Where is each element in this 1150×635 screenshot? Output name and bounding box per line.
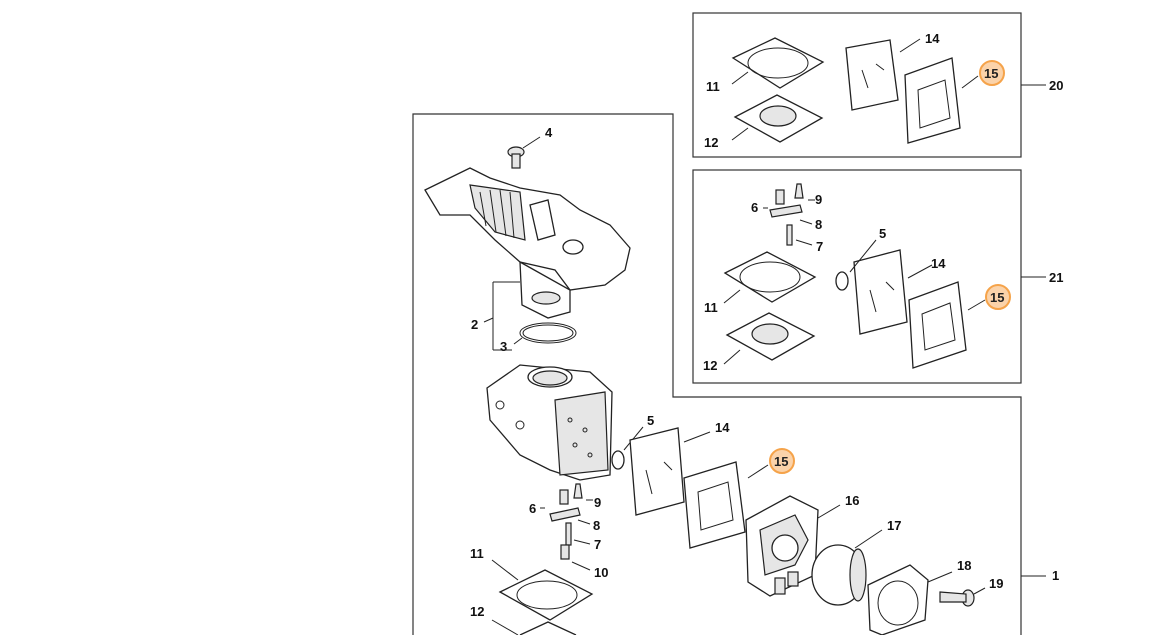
primer-bulb-17	[811, 544, 867, 606]
label-5-main[interactable]: 5	[647, 413, 654, 428]
label-12-kit20[interactable]: 12	[704, 135, 718, 150]
label-15-kit20[interactable]: 15	[984, 66, 998, 81]
kit20-diaphragm-12	[733, 94, 824, 143]
carburetor-top-2	[424, 167, 631, 319]
label-7-main[interactable]: 7	[594, 537, 601, 552]
kit20-plate-14	[845, 39, 899, 111]
label-18[interactable]: 18	[957, 558, 971, 573]
label-5-kit21[interactable]: 5	[879, 226, 886, 241]
pump-cover-16	[745, 495, 819, 597]
gasket-15	[683, 461, 746, 549]
screw-19	[939, 589, 975, 607]
label-14-kit20[interactable]: 14	[925, 31, 940, 46]
label-12-main[interactable]: 12	[470, 604, 484, 619]
label-14-kit21[interactable]: 14	[931, 256, 946, 271]
label-1[interactable]: 1	[1052, 568, 1059, 583]
gasket-11	[498, 569, 594, 621]
label-11-main[interactable]: 11	[470, 546, 484, 561]
highlight-15-kit21[interactable]	[985, 284, 1011, 310]
label-11-kit20[interactable]: 11	[706, 79, 720, 94]
oring-3	[519, 322, 577, 344]
label-6-kit21[interactable]: 6	[751, 200, 758, 215]
label-9-kit21[interactable]: 9	[815, 192, 822, 207]
kit21-gasket-11	[723, 251, 817, 303]
label-12-kit21[interactable]: 12	[703, 358, 717, 373]
label-10[interactable]: 10	[594, 565, 608, 580]
screw-4	[507, 146, 525, 169]
kit21-diaphragm-12	[725, 312, 816, 361]
label-2[interactable]: 2	[471, 317, 478, 332]
label-7-kit21[interactable]: 7	[816, 239, 823, 254]
highlight-15-main[interactable]	[769, 448, 795, 474]
label-3[interactable]: 3	[500, 339, 507, 354]
label-17[interactable]: 17	[887, 518, 901, 533]
kit21-plate-14	[853, 249, 908, 335]
kit20-gasket-11	[731, 37, 825, 89]
label-19[interactable]: 19	[989, 576, 1003, 591]
label-21[interactable]: 21	[1049, 270, 1063, 285]
label-6-main[interactable]: 6	[529, 501, 536, 516]
label-8-main[interactable]: 8	[593, 518, 600, 533]
kit21-ring-5	[835, 271, 849, 291]
kit21-gasket-15	[908, 281, 967, 369]
carburetor-body	[486, 364, 613, 481]
label-11-kit21[interactable]: 11	[704, 300, 718, 315]
main-assembly-box	[412, 113, 1022, 635]
diaphragm-12	[519, 621, 577, 635]
kit20-gasket-15	[904, 57, 961, 144]
label-15-main[interactable]: 15	[774, 454, 788, 469]
label-20[interactable]: 20	[1049, 78, 1063, 93]
kit21-small-parts	[769, 183, 804, 246]
label-16[interactable]: 16	[845, 493, 859, 508]
label-4[interactable]: 4	[545, 125, 553, 140]
plate-14	[629, 427, 685, 516]
highlight-15-kit20[interactable]	[979, 60, 1005, 86]
ring-5	[611, 450, 625, 470]
label-8-kit21[interactable]: 8	[815, 217, 822, 232]
label-15-kit21[interactable]: 15	[990, 290, 1004, 305]
retainer-18	[867, 564, 929, 635]
label-14-main[interactable]: 14	[715, 420, 730, 435]
label-9-main[interactable]: 9	[594, 495, 601, 510]
main-small-parts	[549, 483, 583, 560]
